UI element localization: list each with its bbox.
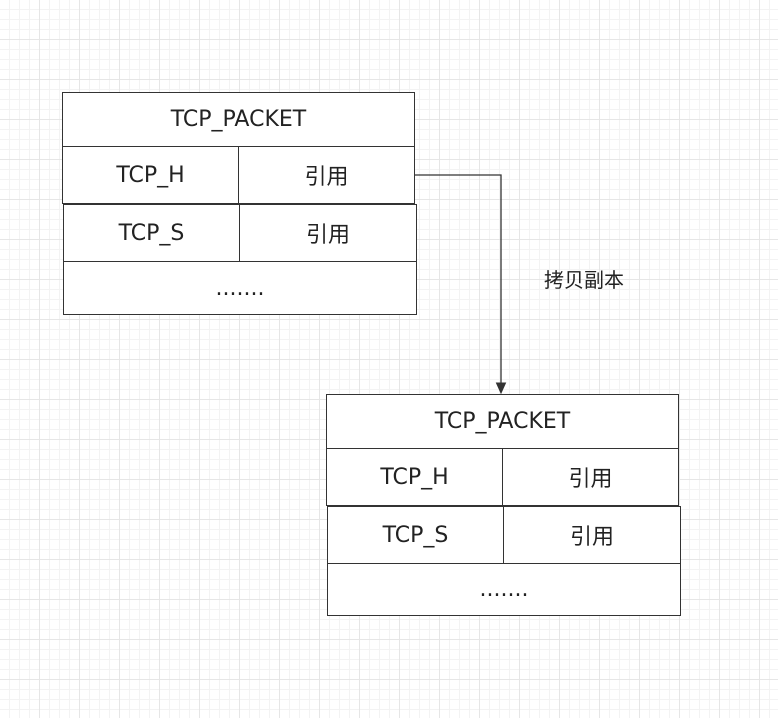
copy-struct-more: ....... (327, 563, 681, 616)
source-struct-ref-tcp-s: 引用 (239, 204, 417, 262)
source-struct-field-tcp-s: TCP_S (63, 204, 240, 262)
copy-struct-ref-tcp-s: 引用 (503, 506, 681, 564)
copy-struct-field-tcp-s: TCP_S (327, 506, 504, 564)
copy-label: 拷贝副本 (544, 268, 624, 292)
copy-struct-title: TCP_PACKET (326, 394, 679, 449)
source-struct-more: ....... (63, 261, 417, 315)
copy-struct-field-tcp-h: TCP_H (326, 448, 503, 506)
copy-arrowhead (495, 382, 507, 395)
source-struct-field-tcp-h: TCP_H (62, 146, 239, 204)
source-struct-ref-tcp-h: 引用 (238, 146, 415, 204)
copy-struct-ref-tcp-h: 引用 (502, 448, 679, 506)
copy-arrow-line (415, 174, 502, 384)
source-struct-title: TCP_PACKET (62, 92, 415, 147)
